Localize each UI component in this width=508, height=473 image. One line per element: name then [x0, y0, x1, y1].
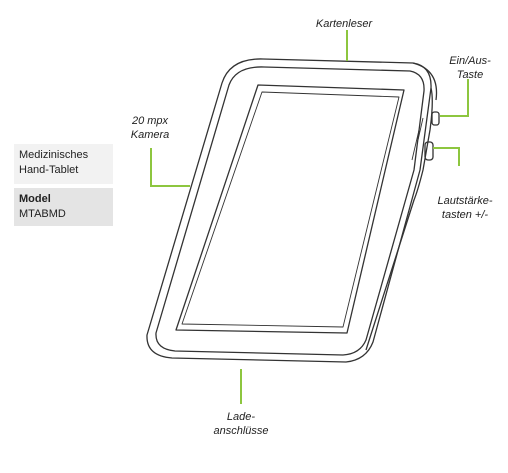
- charging-text-line-2: anschlüsse: [213, 425, 269, 437]
- tablet-screen: [175, 84, 405, 334]
- volume-callout-line: [433, 147, 460, 166]
- volume-label: Lautstärke- tasten +/-: [427, 194, 503, 222]
- power-button-callout-line: [440, 79, 469, 117]
- volume-text-line-1: Lautstärke-: [437, 195, 493, 207]
- model-box: Model MTABMD: [14, 188, 113, 226]
- card-reader-text: Kartenleser: [315, 18, 373, 30]
- tablet-side-edge: [365, 87, 433, 351]
- power-button-text-line-1: Ein/Aus-: [449, 55, 491, 67]
- camera-label: 20 mpx Kamera: [124, 114, 176, 142]
- power-button: [431, 111, 440, 126]
- camera-text-line-1: 20 mpx: [131, 115, 169, 127]
- device-name-line-1: Medizinisches: [19, 149, 89, 161]
- device-name-line-2: Hand-Tablet: [19, 164, 79, 176]
- volume-text-line-2: tasten +/-: [441, 209, 489, 221]
- tablet-body: [146, 58, 440, 363]
- card-reader-label: Kartenleser: [311, 17, 377, 31]
- tablet-outer-outline: [146, 58, 432, 363]
- charging-text-line-1: Lade-: [226, 411, 256, 423]
- tablet-screen-inner: [181, 91, 400, 328]
- volume-button: [424, 141, 434, 161]
- charging-ports-label: Lade- anschlüsse: [203, 410, 279, 438]
- power-button-text-line-2: Taste: [456, 69, 484, 81]
- callout-lines: [150, 30, 469, 404]
- side-ridge: [411, 117, 424, 161]
- model-label: Model: [19, 193, 51, 205]
- model-value: MTABMD: [19, 208, 66, 220]
- tablet-back-edge: [412, 62, 438, 101]
- camera-text-line-2: Kamera: [130, 129, 170, 141]
- tablet-inner-outline: [155, 66, 425, 356]
- power-button-label: Ein/Aus- Taste: [441, 54, 499, 82]
- device-name-box: Medizinisches Hand-Tablet: [14, 144, 113, 184]
- camera-callout-line: [150, 148, 190, 187]
